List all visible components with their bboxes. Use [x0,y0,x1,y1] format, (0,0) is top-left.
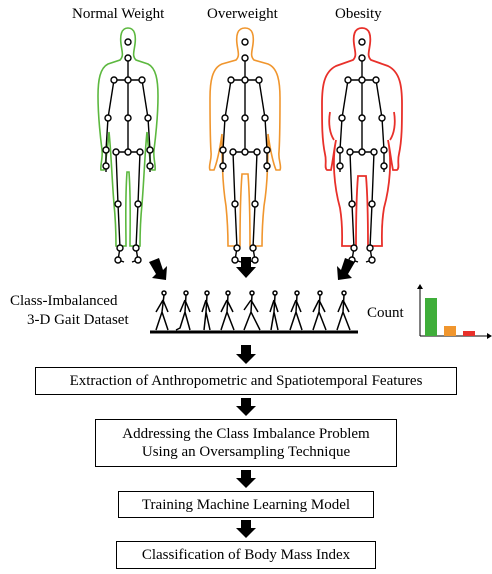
walker-1 [155,290,169,331]
step-training-model: Training Machine Learning Model [118,491,374,518]
arrow-to-step-2 [236,398,256,416]
arrow-left-diagonal [149,258,167,280]
gait-sequence [150,290,358,334]
arrow-to-step-4 [236,520,256,538]
count-label: Count [367,305,404,321]
walker-9 [336,290,351,331]
walker-7 [289,290,303,331]
arrow-to-step-1 [236,345,256,364]
step-feature-extraction: Extraction of Anthropometric and Spatiot… [35,367,457,395]
figure-obesity [321,27,403,264]
count-bar-3 [463,331,475,336]
walker-2 [175,290,191,331]
walker-6 [269,290,279,331]
arrow-to-step-3 [236,470,256,488]
count-bar-2 [444,326,456,336]
count-bar-1 [425,298,437,336]
label-normal-weight: Normal Weight [72,6,165,22]
step-class-imbalance-line2: Using an Oversampling Technique [141,444,351,460]
walker-3 [201,290,211,331]
step-training-model-text: Training Machine Learning Model [141,496,351,513]
arrow-center [236,257,256,278]
figure-normal-weight [97,27,159,264]
walker-5 [243,290,261,331]
obesity-arm-fold [328,111,396,141]
figure-overweight [208,27,282,264]
label-obesity: Obesity [335,6,382,22]
chart-x-arrow [487,333,492,339]
step-class-imbalance: Addressing the Class Imbalance Problem U… [95,419,397,467]
arrow-right-diagonal [337,258,355,280]
dataset-label-line1: Class-Imbalanced [10,293,118,309]
walker-8 [312,290,327,331]
label-overweight: Overweight [207,6,278,22]
arrows-from-figures [149,257,355,280]
step-class-imbalance-line1: Addressing the Class Imbalance Problem [122,426,370,442]
walker-4 [220,290,235,331]
dataset-label-line2: 3-D Gait Dataset [27,312,129,328]
step-feature-extraction-text: Extraction of Anthropometric and Spatiot… [69,373,423,389]
step-bmi-classification-text: Classification of Body Mass Index [141,547,351,563]
count-chart [417,284,492,339]
flow-arrows [236,345,256,538]
chart-y-arrow [417,284,423,289]
step-bmi-classification: Classification of Body Mass Index [116,541,376,569]
